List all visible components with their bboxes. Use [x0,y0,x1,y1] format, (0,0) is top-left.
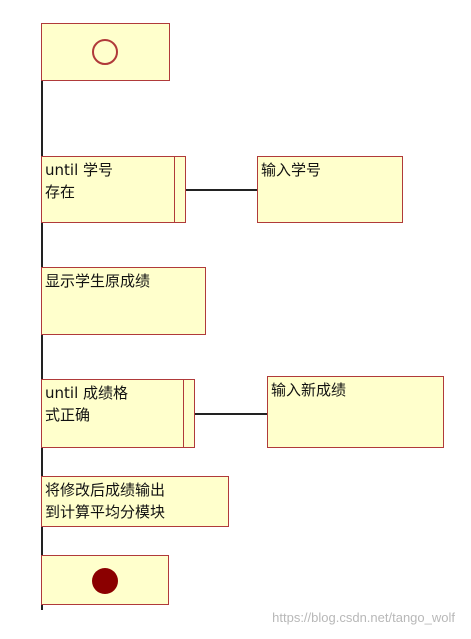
start-circle-icon [92,39,118,65]
input-student-id-label: 输入学号 [261,161,322,179]
output-to-average-module: 将修改后成绩输出 到计算平均分模块 [41,476,229,527]
input-new-score-label: 输入新成绩 [271,381,347,399]
end-node [41,555,169,605]
show-original-scores: 显示学生原成绩 [41,267,206,335]
watermark: https://blog.csdn.net/tango_wolf [272,610,455,625]
loop-bar [183,380,194,447]
input-new-score: 输入新成绩 [267,376,444,448]
end-dot-icon [92,568,118,594]
loop-until-id-exists: until 学号 存在 [41,156,186,223]
loop-bar [174,157,185,222]
connector-loop1 [186,189,258,191]
start-node [41,23,170,81]
connector-loop2 [195,413,268,415]
loop-until-format-valid-label: until 成绩格 式正确 [45,384,128,424]
show-original-scores-label: 显示学生原成绩 [45,272,151,290]
loop-until-id-exists-label: until 学号 存在 [45,161,113,201]
input-student-id: 输入学号 [257,156,403,223]
output-to-average-module-label: 将修改后成绩输出 到计算平均分模块 [45,481,166,521]
loop-until-format-valid: until 成绩格 式正确 [41,379,195,448]
